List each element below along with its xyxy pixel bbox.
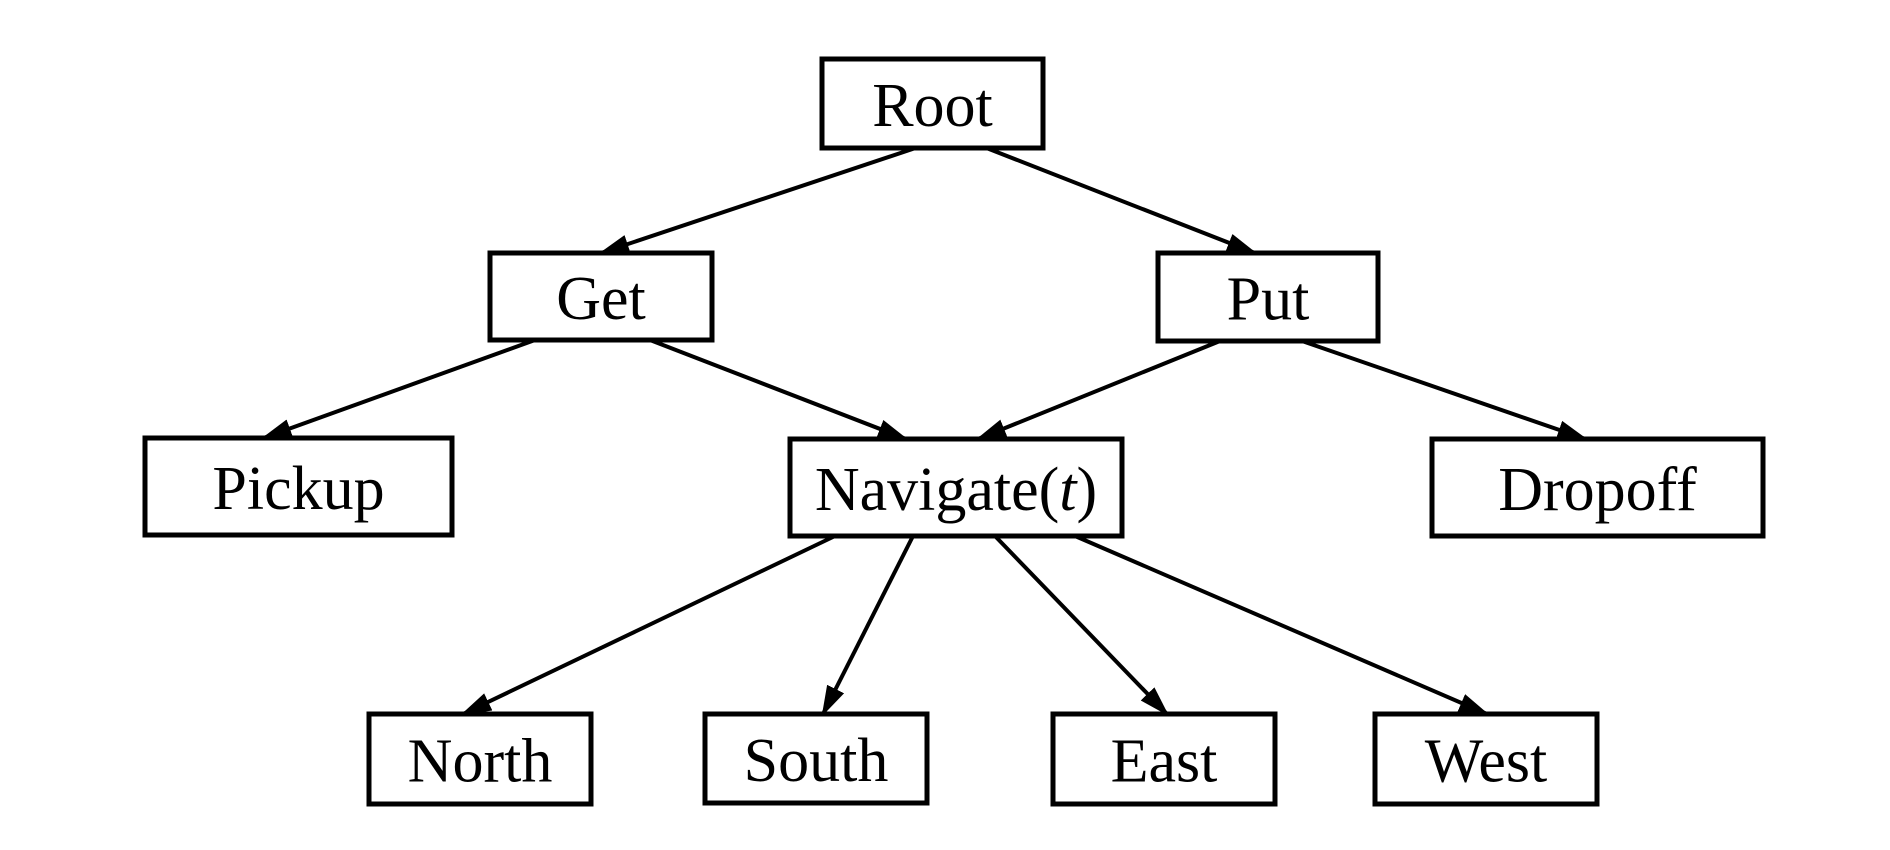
- edge-navigate-to-south: [821, 535, 915, 717]
- node-north-box: [366, 711, 594, 807]
- edge-get-to-navigate: [649, 338, 909, 441]
- node-dropoff: Dropoff: [1429, 436, 1766, 539]
- node-south-label: South: [744, 727, 889, 795]
- edge-navigate-to-west: [1074, 534, 1490, 716]
- edge-navigate-to-north: [460, 534, 836, 716]
- node-put-box: [1155, 250, 1381, 344]
- node-west-label: West: [1425, 727, 1547, 795]
- node-north: North: [366, 711, 594, 807]
- node-dropoff-box: [1429, 436, 1766, 539]
- node-west: West: [1372, 711, 1600, 807]
- node-pickup: Pickup: [142, 435, 455, 538]
- edge-root-to-put: [985, 146, 1258, 255]
- node-get: Get: [487, 250, 715, 343]
- edge-put-to-dropoff: [1301, 339, 1589, 441]
- node-put-label: Put: [1227, 265, 1310, 333]
- node-south: South: [702, 711, 930, 806]
- node-pickup-label: Pickup: [212, 455, 384, 523]
- node-navigate: Navigate(t): [787, 436, 1125, 539]
- edge-get-to-pickup: [260, 338, 536, 440]
- node-south-box: [702, 711, 930, 806]
- edge-navigate-to-east: [993, 534, 1170, 717]
- node-navigate-label: Navigate(t): [815, 456, 1097, 524]
- node-root-box: [819, 56, 1046, 151]
- edge-root-to-get: [598, 146, 917, 255]
- node-dropoff-label: Dropoff: [1498, 456, 1697, 524]
- node-north-label: North: [408, 727, 553, 795]
- node-get-label: Get: [556, 265, 646, 333]
- node-root: Root: [819, 56, 1046, 151]
- node-pickup-box: [142, 435, 455, 538]
- node-east-label: East: [1111, 727, 1218, 795]
- node-navigate-box: [787, 436, 1125, 539]
- node-get-box: [487, 250, 715, 343]
- edge-put-to-navigate: [975, 339, 1221, 441]
- node-west-box: [1372, 711, 1600, 807]
- node-root-label: Root: [872, 72, 993, 140]
- node-east-box: [1050, 711, 1278, 807]
- node-put: Put: [1155, 250, 1381, 344]
- node-east: East: [1050, 711, 1278, 807]
